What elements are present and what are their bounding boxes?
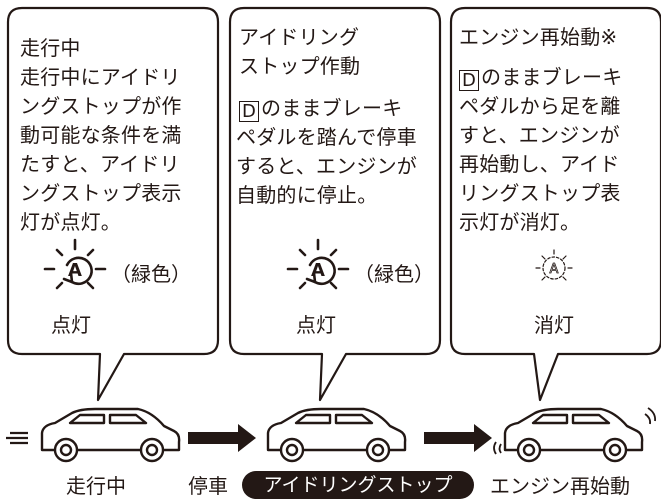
svg-text:A: A [550,262,559,277]
panel-3-title: エンジン再始動※ [459,25,618,49]
panel-3-line-3: すと、エンジンが [459,123,620,147]
panel-1-color-note: （緑色） [111,262,191,286]
panel-1-bubble [6,6,220,402]
panel-2-bubble [228,6,442,402]
idle-stop-indicator-off-icon: A [535,249,573,281]
panel-2-line-3: すると、エンジンが [236,154,417,178]
stage-stop-label: 停車 [188,474,228,498]
panel-1-line-1: 走行中にアイドリ [20,65,181,89]
panel-2-indicator-state: 点灯 [296,313,336,337]
panel-3-indicator-state: 消灯 [534,313,574,337]
panel-3-line-2: ペダルから足を離 [459,94,621,118]
stage-idle-stop-badge: アイドリングストップ [242,471,474,499]
svg-text:A: A [311,260,325,281]
panel-3-line-5: リングストップ表 [459,181,621,205]
idle-stop-indicator-lit-icon: A [43,238,107,290]
panel-2-title-line-2: ストップ作動 [239,54,361,78]
car-restart-icon [493,407,657,463]
car-driving-icon [6,407,181,463]
arrow-right-icon [188,424,256,452]
panel-2-line-4: 自動的に停止。 [236,183,378,207]
panel-3-line-4: 再始動し、アイド [459,152,620,176]
panel-3-bubble [449,6,661,402]
panel-1-line-4: たすと、アイドリ [20,152,180,176]
panel-1-line-2: ングストップが作 [20,94,182,118]
panel-2-color-note: （緑色） [354,262,434,286]
panel-1-line-3: 動可能な条件を満 [20,123,182,147]
panel-1-line-5: ングストップ表示 [20,181,182,205]
shift-position-d-key: D [239,101,259,122]
stage-driving-label: 走行中 [66,474,126,498]
svg-text:A: A [68,260,82,281]
stage-restart-label: エンジン再始動 [490,474,630,498]
panel-1-line-6: 灯が点灯。 [20,210,121,234]
car-stopped-icon [266,407,407,463]
panel-2-line-2: ペダルを踏んで停車 [236,125,417,149]
panel-1-indicator-state: 点灯 [51,313,91,337]
panel-2-title-line-1: アイドリング [239,25,360,49]
panel-3-line-6: 示灯が消灯。 [459,210,581,234]
arrow-right-icon [424,424,492,452]
idle-stop-indicator-lit-icon: A [286,238,350,290]
panel-1-title: 走行中 [20,36,81,60]
shift-position-d-key: D [459,70,479,91]
